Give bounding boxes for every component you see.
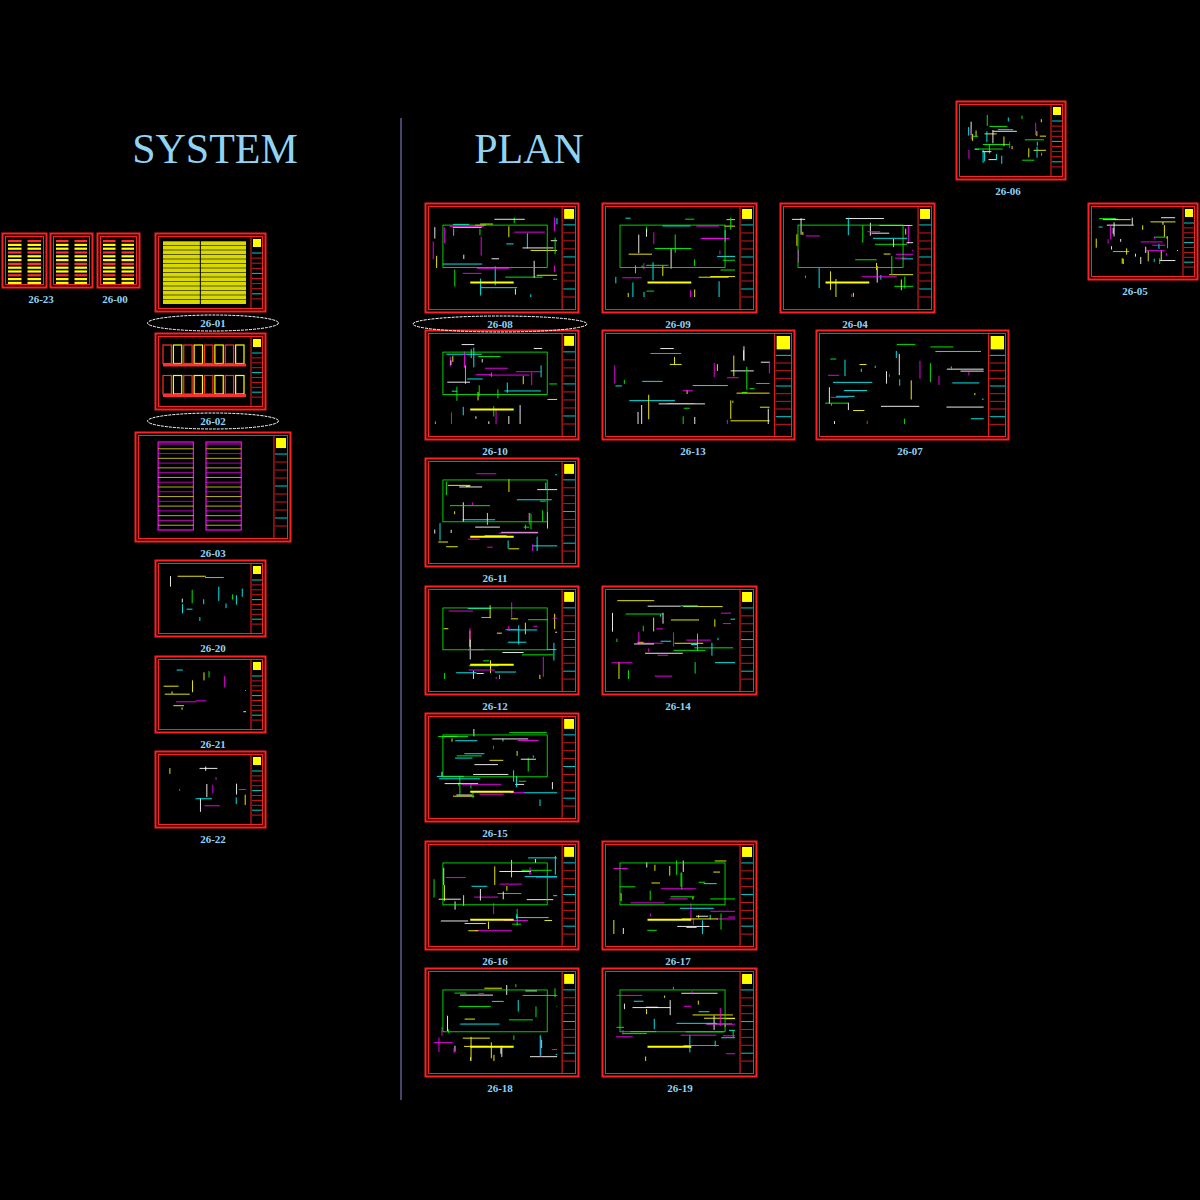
sheet-frame — [426, 969, 579, 1077]
sheet-thumbnail: 26-21 — [155, 656, 266, 733]
sheet-thumbnail: 26-16 — [425, 841, 579, 950]
sheet-frame — [426, 331, 579, 440]
sheet-frame — [156, 657, 266, 733]
sheet-thumbnail: 26-20 — [155, 560, 266, 637]
sheet-thumbnail: 26-03 — [135, 432, 291, 542]
sheet-thumbnail: 26-23 — [2, 233, 47, 288]
sheet-frame — [426, 587, 579, 695]
sheet-frame — [603, 842, 757, 950]
sheet-frame — [98, 234, 140, 288]
sheet-frame — [156, 752, 266, 828]
sheet-frame — [817, 331, 1009, 440]
sheet-number: 26-19 — [602, 1082, 759, 1094]
sheet-thumbnail: 26-15 — [425, 713, 579, 822]
sheet-number: 26-12 — [417, 700, 573, 712]
sheet-thumbnail: 26-17 — [602, 841, 757, 950]
sheet-number: 26-06 — [952, 185, 1064, 197]
sheet-number: 26-21 — [157, 738, 270, 750]
sheet-number: 26-22 — [157, 833, 270, 845]
sheet-thumbnail: 26-01 — [155, 233, 266, 312]
sheet-thumbnail: 26-13 — [602, 330, 795, 440]
sheet-number: 26-14 — [600, 700, 757, 712]
sheet-number: 26-07 — [813, 445, 1008, 457]
sheet-number: 26-17 — [600, 955, 757, 967]
sheet-frame — [426, 842, 579, 950]
sheet-number: 26-04 — [777, 318, 934, 330]
revision-cloud — [413, 316, 587, 332]
sheet-thumbnail: 26-05 — [1088, 203, 1198, 280]
sheet-thumbnail: 26-11 — [425, 458, 579, 567]
sheet-frame — [603, 331, 795, 440]
sheet-thumbnail: 26-06 — [956, 101, 1066, 180]
sheet-frame — [1089, 204, 1198, 280]
sheet-frame — [426, 204, 579, 313]
sheet-frame — [136, 433, 291, 542]
sheet-number: 26-20 — [157, 642, 270, 654]
sheet-number: 26-03 — [134, 547, 292, 559]
sheet-number: 26-23 — [18, 293, 65, 305]
sheet-thumbnail: 26-22 — [155, 751, 266, 828]
sheet-thumbnail: 26-10 — [425, 330, 579, 440]
sheet-frame — [781, 204, 935, 313]
sheet-frame — [957, 102, 1066, 180]
sheet-frame — [3, 234, 47, 288]
sheet-frame — [156, 561, 266, 637]
sheet-number: 26-09 — [600, 318, 757, 330]
sheet-thumbnail: 26-02 — [155, 333, 266, 410]
sheet-number: 26-16 — [417, 955, 573, 967]
sheet-number: 26-11 — [417, 572, 573, 584]
sheet-thumbnail: 26-14 — [602, 586, 757, 695]
section-heading: PLAN — [474, 128, 584, 170]
sheet-number: 26-00 — [93, 293, 138, 305]
sheet-frame — [426, 714, 579, 822]
sheet-frame — [603, 204, 757, 313]
sheet-number: 26-10 — [417, 445, 573, 457]
sheet-frame — [51, 234, 93, 288]
sheet-number: 26-13 — [596, 445, 791, 457]
sheet-frame — [156, 234, 266, 312]
sheet-thumbnail: 26-08 — [425, 203, 579, 313]
sheet-frame — [426, 459, 579, 567]
revision-cloud — [148, 315, 279, 331]
revision-cloud — [148, 413, 279, 429]
sheet-thumbnail: 26-12 — [425, 586, 579, 695]
sheet-number: 26-08 — [422, 318, 578, 330]
sheet-thumbnail: 26-07 — [816, 330, 1009, 440]
sheet-frame — [603, 587, 757, 695]
sheet-thumbnail: 26-19 — [602, 968, 757, 1077]
sheet-number: 26-05 — [1079, 285, 1191, 297]
sheet-thumbnail: 26-18 — [425, 968, 579, 1077]
sheet-thumbnail: 26-09 — [602, 203, 757, 313]
sheet-number: 26-01 — [157, 317, 270, 329]
divider-line — [401, 118, 402, 1100]
sheet-thumbnail: 26-00 — [97, 233, 140, 288]
sheet-number: 26-18 — [422, 1082, 578, 1094]
sheet-number: 26-02 — [157, 415, 270, 427]
sheet-number: 26-15 — [417, 827, 573, 839]
sheet-frame — [603, 969, 757, 1077]
sheet-thumbnail: 26-04 — [780, 203, 935, 313]
sheet-frame — [156, 334, 266, 410]
section-heading: SYSTEM — [132, 128, 298, 170]
